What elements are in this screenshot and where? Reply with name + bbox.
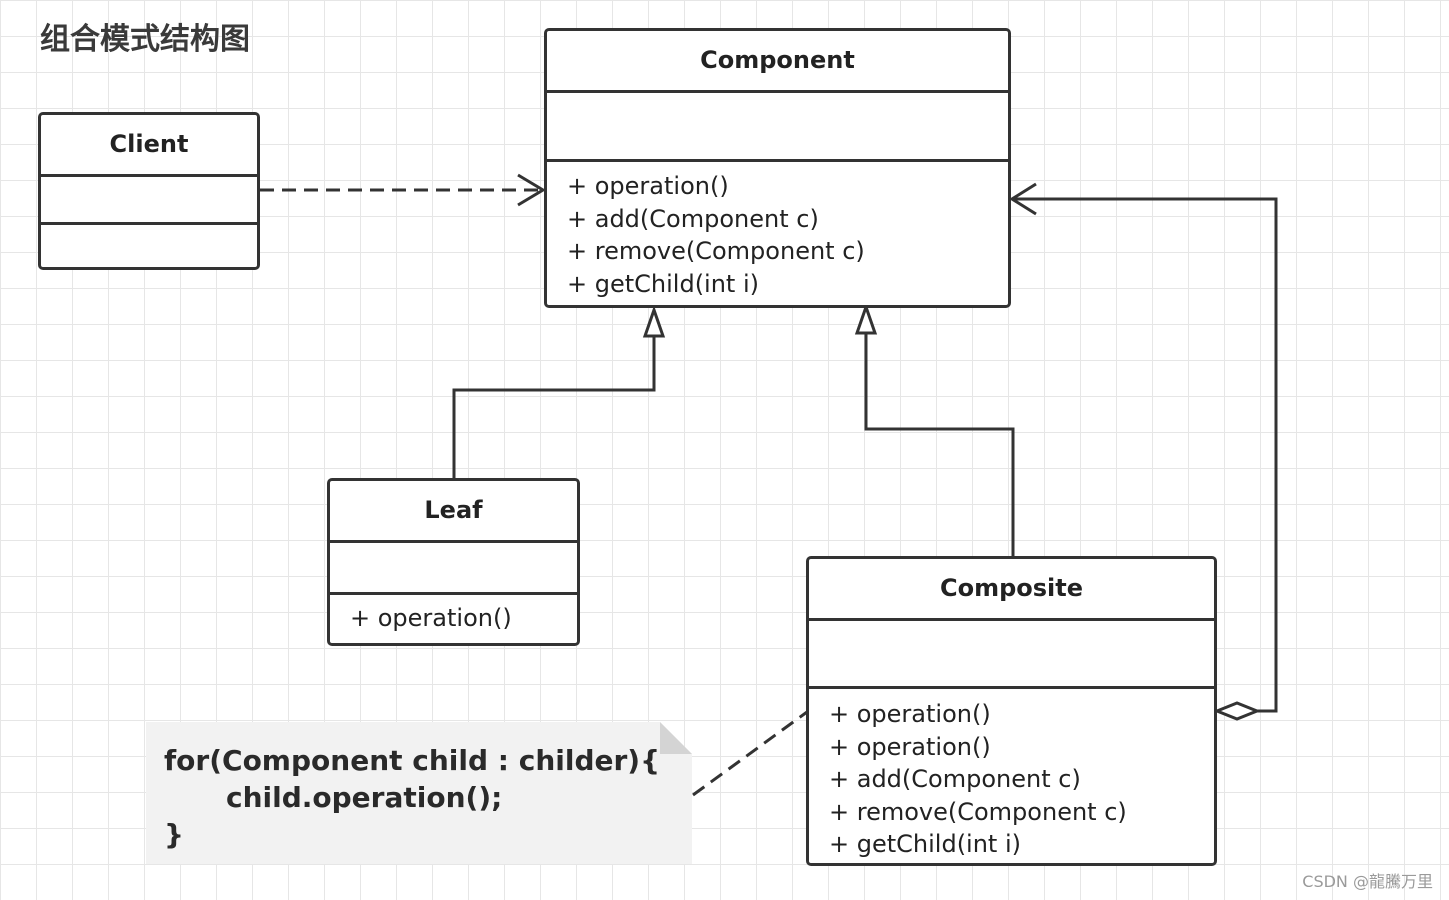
component-op-getchild: + getChild(int i) [567,269,759,298]
composite-class: Composite + operation() + operation() + … [806,556,1217,866]
composite-op-operation-1: + operation() [829,700,991,728]
composite-op-remove: + remove(Component c) [829,797,1127,826]
leaf-op-operation: + operation() [350,604,512,632]
component-attributes [547,93,1008,162]
leaf-class-name: Leaf [330,481,577,543]
watermark: CSDN @龍騰万里 [1302,872,1433,891]
leaf-operations: + operation() [330,595,577,633]
composite-operations: + operation() + operation() + add(Compon… [809,689,1214,861]
composite-attributes [809,621,1214,689]
client-class-name: Client [41,115,257,177]
composite-op-operation-2: + operation() [829,732,991,761]
note-line-1: for(Component child : childer){ [164,744,661,777]
component-op-operation: + operation() [567,172,729,200]
dependency-client-component [260,173,546,207]
client-class: Client [38,112,260,270]
leaf-class: Leaf + operation() [327,478,580,646]
note-anchor-line [692,710,808,797]
leaf-attributes [330,543,577,595]
note-line-3: } [164,818,184,851]
component-op-add: + add(Component c) [567,204,819,233]
component-class-name: Component [547,31,1008,93]
composite-class-name: Composite [809,559,1214,621]
component-class: Component + operation() + add(Component … [544,28,1011,308]
aggregation-composite-component [1009,182,1278,721]
diagram-title: 组合模式结构图 [40,22,250,57]
code-note: for(Component child : childer){ child.op… [146,722,692,864]
composite-op-add: + add(Component c) [829,765,1081,793]
generalization-leaf-component [452,305,666,479]
client-attributes [41,177,257,225]
component-op-remove: + remove(Component c) [567,237,865,265]
note-line-2: child.operation(); [226,781,503,814]
component-operations: + operation() + add(Component c) + remov… [547,162,1008,300]
generalization-composite-component [854,302,1015,557]
composite-op-getchild: + getChild(int i) [829,830,1021,858]
